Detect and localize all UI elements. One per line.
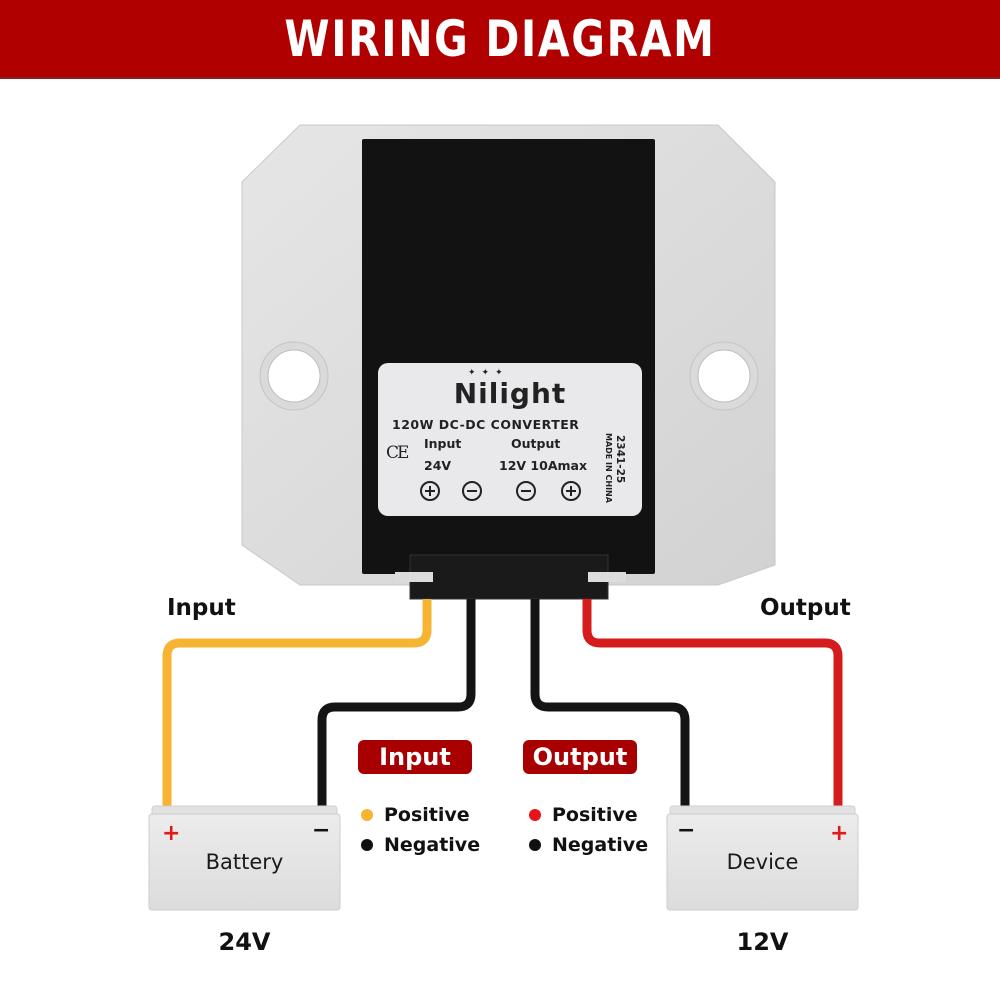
wire-output-negative — [530, 599, 690, 812]
ce-mark-icon: CE — [386, 443, 409, 463]
terminal-minus-icon — [516, 481, 536, 501]
converter-label: ✦✦✦ Nilight 120W DC-DC CONVERTER CE Inpu… — [378, 363, 642, 516]
legend-output-title: Output — [523, 740, 637, 774]
mounting-hole-left — [259, 341, 329, 411]
device-voltage: 12V — [736, 928, 789, 956]
output-side-label: Output — [760, 595, 851, 621]
terminal-plus-icon — [420, 481, 440, 501]
cable-connector-block — [409, 554, 609, 600]
legend-item-label: Positive — [384, 804, 470, 826]
terminal-plus-icon — [561, 481, 581, 501]
battery-voltage: 24V — [218, 928, 271, 956]
battery-positive-sign-icon: + — [162, 821, 181, 846]
battery-box — [148, 805, 341, 911]
legend-item-label: Negative — [552, 834, 649, 856]
brand-stars-icon: ✦✦✦ — [468, 367, 509, 377]
connector-slot-left — [395, 572, 433, 582]
device-box — [666, 805, 859, 911]
connector-slot-right — [588, 572, 626, 582]
sticker-input-voltage: 24V — [424, 458, 452, 473]
header-banner: WIRING DIAGRAM — [0, 0, 1000, 79]
legend-item-label: Negative — [384, 834, 481, 856]
sticker-output-label: Output — [511, 436, 561, 451]
battery-label: Battery — [205, 850, 284, 874]
converter-model-title: 120W DC-DC CONVERTER — [392, 417, 580, 432]
sticker-input-label: Input — [424, 436, 462, 451]
legend-input-positive: Positive — [361, 804, 470, 826]
device-positive-sign-icon: + — [830, 821, 849, 846]
legend-output-negative: Negative — [529, 834, 648, 856]
input-negative-dot-icon — [361, 839, 373, 851]
legend-input-title: Input — [358, 740, 472, 774]
terminal-minus-icon — [462, 481, 482, 501]
mounting-hole-right — [689, 341, 759, 411]
legend-output-positive: Positive — [529, 804, 638, 826]
origin-text: MADE IN CHINA — [604, 433, 613, 503]
device-negative-sign-icon: − — [677, 818, 696, 843]
input-side-label: Input — [167, 595, 236, 621]
serial-number: 2341-25 — [614, 435, 626, 484]
legend-input-negative: Negative — [361, 834, 480, 856]
wire-output-positive — [582, 599, 843, 812]
wire-input-negative — [317, 599, 476, 812]
brand-logo: Nilight — [453, 377, 567, 410]
battery-negative-sign-icon: − — [312, 818, 331, 843]
input-positive-dot-icon — [361, 809, 373, 821]
sticker-output-rating: 12V 10Amax — [499, 458, 588, 473]
page-title: WIRING DIAGRAM — [284, 9, 716, 68]
device-label: Device — [726, 850, 799, 874]
output-negative-dot-icon — [529, 839, 541, 851]
wire-input-positive — [162, 599, 432, 812]
output-positive-dot-icon — [529, 809, 541, 821]
legend-item-label: Positive — [552, 804, 638, 826]
